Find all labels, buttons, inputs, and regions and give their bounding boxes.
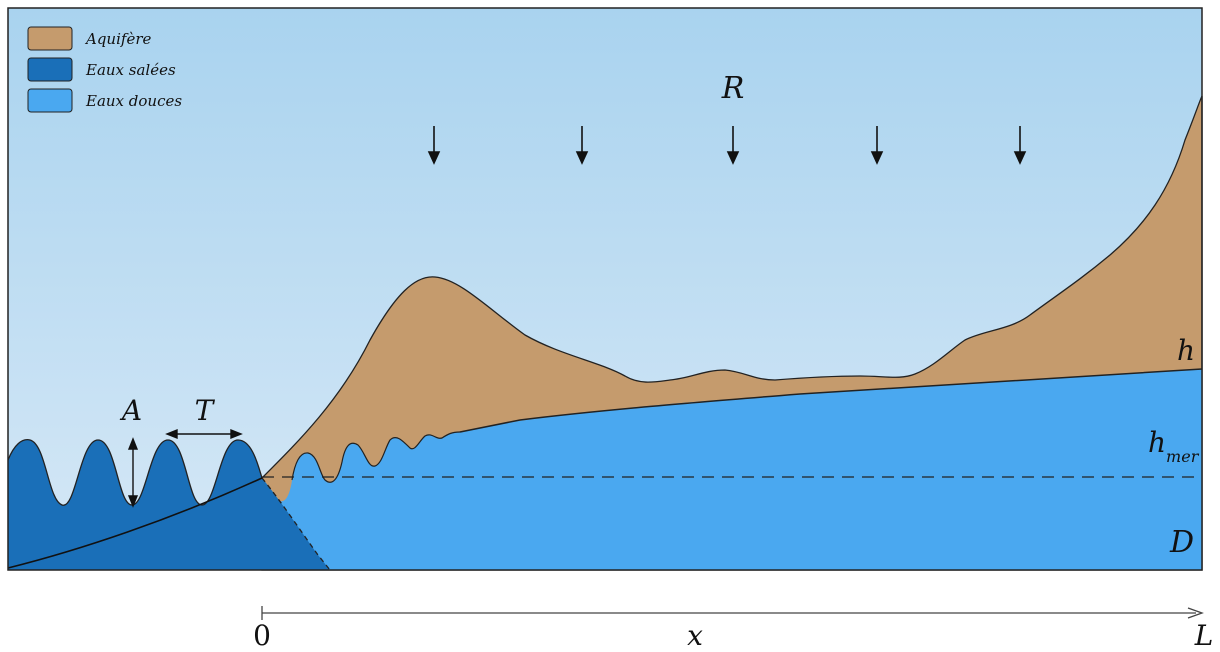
- salt-water-region: [8, 439, 330, 570]
- period-label: T: [195, 394, 216, 427]
- depth-label: D: [1169, 525, 1194, 560]
- diagram-frame: [7, 7, 1203, 571]
- x-axis-origin-label: 0: [253, 619, 271, 652]
- interface-curve: [7, 477, 263, 569]
- legend-label-salt-water: Eaux salées: [85, 61, 176, 79]
- sea-level-label-sub: mer: [1166, 447, 1200, 466]
- legend-swatch-fresh-water: [27, 88, 73, 113]
- legend-swatch-salt-water: [27, 57, 73, 82]
- head-label: h: [1177, 334, 1195, 367]
- water-table-line: [459, 368, 1203, 433]
- recharge-arrow: [726, 126, 740, 165]
- recharge-label: R: [721, 71, 745, 106]
- salt-fresh-interface: [261, 477, 331, 571]
- x-axis-variable-label: x: [687, 619, 703, 652]
- amplitude-arrow: [127, 437, 139, 508]
- legend: Aquifère Eaux salées Eaux douces: [27, 26, 182, 113]
- recharge-arrow: [575, 126, 589, 165]
- sea-level-label: hmer: [1148, 426, 1200, 466]
- recharge-arrows: [427, 126, 1027, 165]
- fresh-water-region: [262, 369, 1202, 570]
- fresh-water-oscillation: [291, 431, 461, 483]
- x-axis: [261, 606, 1204, 620]
- legend-swatch-aquifer: [27, 26, 73, 51]
- legend-label-aquifer: Aquifère: [84, 30, 151, 48]
- x-axis-arrowhead: [1187, 607, 1204, 619]
- x-axis-end-label: L: [1194, 619, 1214, 652]
- legend-label-fresh-water: Eaux douces: [85, 92, 182, 110]
- recharge-arrow: [427, 126, 441, 165]
- sea-level-label-main: h: [1148, 426, 1166, 459]
- period-arrow: [165, 428, 243, 440]
- recharge-arrow: [1013, 126, 1027, 165]
- amplitude-label: A: [119, 394, 142, 427]
- recharge-arrow: [870, 126, 884, 165]
